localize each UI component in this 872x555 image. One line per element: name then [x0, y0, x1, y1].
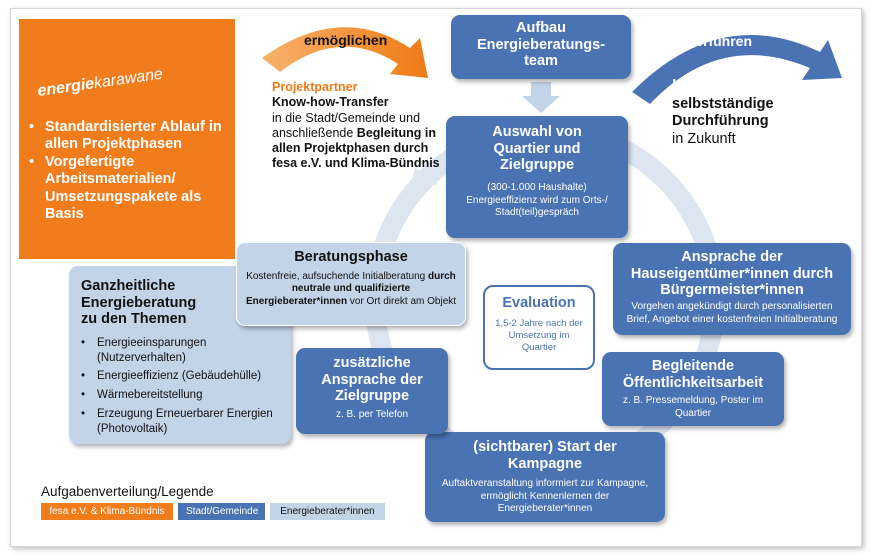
evaluation-title: Evaluation — [502, 295, 576, 311]
box-start: (sichtbarer) Start der Kampagne Auftaktv… — [425, 432, 665, 522]
kommune-heading: Kommune — [672, 77, 751, 94]
ganz-list-item: Wärmebereitstellung — [81, 388, 281, 403]
arrow-left-label: ermöglichen — [304, 32, 388, 48]
box-auswahl: Auswahl von Quartier und Zielgruppe (300… — [446, 116, 628, 238]
logo-text-a: energie — [36, 75, 96, 101]
box-aufbau: Aufbau Energieberatungs-team — [451, 15, 631, 79]
start-sub: Auftaktveranstaltung informiert zur Kamp… — [441, 478, 649, 515]
box-beratung: Beratungsphase Kostenfreie, aufsuchende … — [236, 242, 466, 326]
kommune-rest: in Zukunft — [672, 130, 736, 147]
orange-info-box: energiekarawane Standardisierter Ablauf … — [19, 19, 235, 259]
start-title: (sichtbarer) Start der Kampagne — [473, 439, 617, 472]
box-ansprache: Ansprache der Hauseigentümer*innen durch… — [613, 243, 851, 335]
arrow-weiterfuehren — [632, 35, 842, 104]
ganz-list-item: Energieeinsparungen (Nutzerverhalten) — [81, 336, 281, 365]
box-ganzheitlich: Ganzheitliche Energieberatung zu den The… — [69, 266, 291, 444]
box-zusatz: zusätzliche Ansprache der Zielgruppe z. … — [296, 348, 448, 434]
ganz-title: Ganzheitliche Energieberatung zu den The… — [81, 278, 197, 328]
auswahl-title: Auswahl von Quartier und Zielgruppe — [492, 124, 582, 174]
legend-item-berater: Energieberater*innen — [270, 503, 385, 520]
box-evaluation: Evaluation 1,5-2 Jahre nach der Umsetzun… — [483, 285, 595, 370]
begleitende-title: Begleitende Öffentlichkeitsarbeit — [622, 358, 764, 391]
arrow-right-label: weiterführen — [668, 33, 753, 49]
orange-list: Standardisierter Ablauf in allen Projekt… — [29, 119, 229, 223]
auswahl-sub: (300-1.000 Haushalte) Energieeffizienz w… — [466, 182, 608, 219]
logo: energiekarawane — [36, 66, 164, 101]
ganz-list-item: Energieeffizienz (Gebäudehülle) — [81, 369, 281, 384]
ganz-list: Energieeinsparungen (Nutzerverhalten) En… — [81, 336, 281, 436]
partner-heading: Projektpartner — [272, 80, 358, 94]
ganz-list-item: Erzeugung Erneuerbarer Energien (Photovo… — [81, 407, 281, 436]
ansprache-sub: Vorgehen angekündigt durch personalisier… — [626, 301, 838, 325]
beratung-sub: Kostenfreie, aufsuchende Initialberatung… — [245, 270, 457, 307]
legend-item-stadt: Stadt/Gemeinde — [178, 503, 265, 520]
zusatz-title: zusätzliche Ansprache der Zielgruppe — [321, 355, 423, 405]
zusatz-sub: z. B. per Telefon — [335, 409, 409, 421]
kommune-bold: selbstständige Durchführung — [672, 95, 774, 130]
partner-line1: Know-how-Transfer — [272, 95, 389, 110]
legend-item-fesa: fesa e.V. & Klima-Bündnis — [41, 503, 173, 520]
legend: fesa e.V. & Klima-Bündnis Stadt/Gemeinde… — [41, 503, 385, 520]
partner-text: Projektpartner Know-how-Transfer in die … — [272, 80, 450, 172]
ansprache-title: Ansprache der Hauseigentümer*innen durch… — [630, 249, 834, 299]
ring-arrowhead-top — [408, 168, 438, 195]
logo-text-b: karawane — [92, 65, 164, 93]
kommune-text: Kommune selbstständige Durchführung in Z… — [672, 76, 822, 149]
down-arrow — [522, 82, 560, 113]
partner-body: in die Stadt/Gemeinde und anschließende … — [272, 110, 440, 171]
orange-list-item: Vorgefertigte Arbeitsmaterialien/ Umsetz… — [29, 154, 229, 224]
legend-title: Aufgabenverteilung/Legende — [41, 484, 214, 499]
beratung-title: Beratungsphase — [294, 249, 408, 265]
arrow-ermoeglichen — [262, 27, 428, 78]
evaluation-sub: 1,5-2 Jahre nach der Umsetzung im Quarti… — [495, 317, 583, 354]
box-begleitende: Begleitende Öffentlichkeitsarbeit z. B. … — [602, 352, 784, 426]
aufbau-title: Aufbau Energieberatungs-team — [476, 20, 606, 70]
begleitende-sub: z. B. Pressemeldung, Poster im Quartier — [622, 395, 764, 419]
orange-list-item: Standardisierter Ablauf in allen Projekt… — [29, 119, 229, 154]
